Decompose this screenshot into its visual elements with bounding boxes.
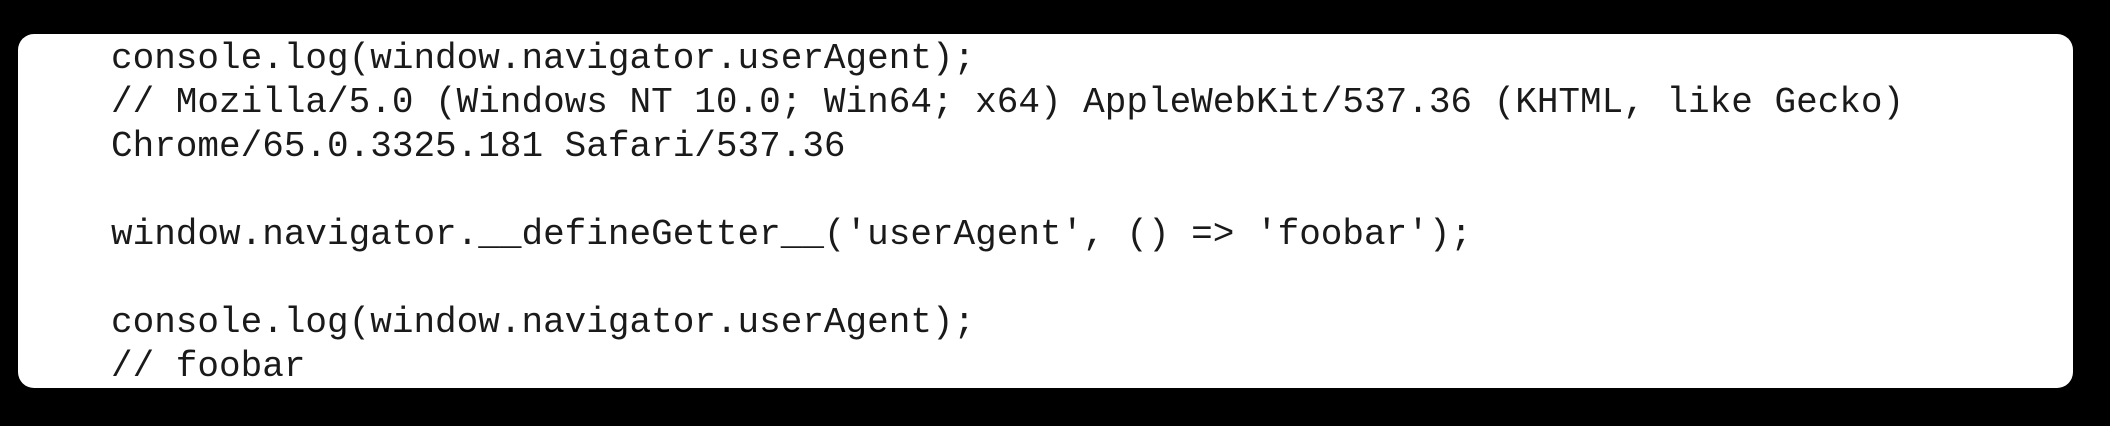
code-line-comment-useragent: // Mozilla/5.0 (Windows NT 10.0; Win64; …: [111, 82, 1905, 123]
code-line-comment-foobar: // foobar: [111, 346, 306, 387]
code-line-comment-useragent-wrap: Chrome/65.0.3325.181 Safari/537.36: [111, 126, 846, 167]
code-snippet-card: console.log(window.navigator.userAgent);…: [18, 34, 2073, 388]
code-line: console.log(window.navigator.userAgent);: [111, 302, 976, 343]
code-line-definegetter: window.navigator.__defineGetter__('userA…: [111, 214, 1473, 255]
code-line: console.log(window.navigator.userAgent);: [111, 38, 976, 79]
code-line-blank: [111, 257, 2043, 301]
code-line-blank: [111, 169, 2043, 213]
